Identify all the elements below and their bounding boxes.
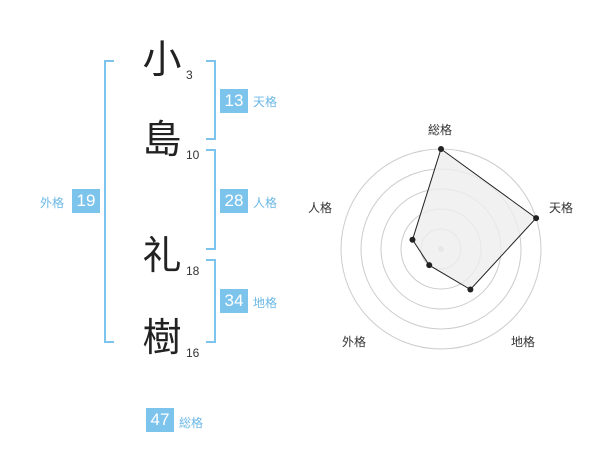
- stroke-count-2: 10: [186, 148, 200, 162]
- radar-point-3: [467, 286, 474, 293]
- name-char-2: 島: [142, 118, 182, 163]
- stroke-count-4: 16: [186, 346, 200, 360]
- chi-value-box: 34: [220, 289, 248, 313]
- stroke-count-1: 3: [186, 68, 193, 82]
- outer-bracket: [104, 60, 114, 343]
- stroke-count-3: 18: [186, 264, 200, 278]
- ten-value-box: 13: [220, 89, 248, 113]
- name-char-3: 礼: [142, 234, 182, 279]
- chi-bracket: [206, 259, 216, 343]
- radar-axis-label-chi: 地格: [511, 335, 536, 349]
- gai-value-box: 19: [72, 189, 100, 213]
- radar-point-1: [438, 146, 444, 152]
- radar-series-polygon: [411, 148, 537, 291]
- radar-axis-label-jin: 人格: [308, 201, 333, 215]
- radar-point-2: [533, 215, 540, 222]
- radar-axis-label-gai: 外格: [342, 335, 367, 349]
- jin-bracket: [206, 149, 216, 250]
- jin-value-box: 28: [220, 189, 248, 213]
- gai-label: 外格: [40, 196, 65, 210]
- sou-value-box: 47: [146, 408, 174, 432]
- chi-label: 地格: [253, 296, 278, 310]
- name-char-4: 樹: [142, 316, 182, 361]
- jin-label: 人格: [253, 196, 278, 210]
- radar-point-5: [409, 236, 416, 243]
- ten-bracket: [206, 60, 216, 140]
- sou-label: 総格: [179, 416, 204, 430]
- name-char-1: 小: [142, 38, 182, 83]
- radar-axis-label-sou: 総格: [428, 123, 453, 137]
- radar-axis-label-ten: 天格: [549, 201, 574, 215]
- ten-label: 天格: [253, 95, 278, 109]
- radar-point-4: [426, 262, 433, 269]
